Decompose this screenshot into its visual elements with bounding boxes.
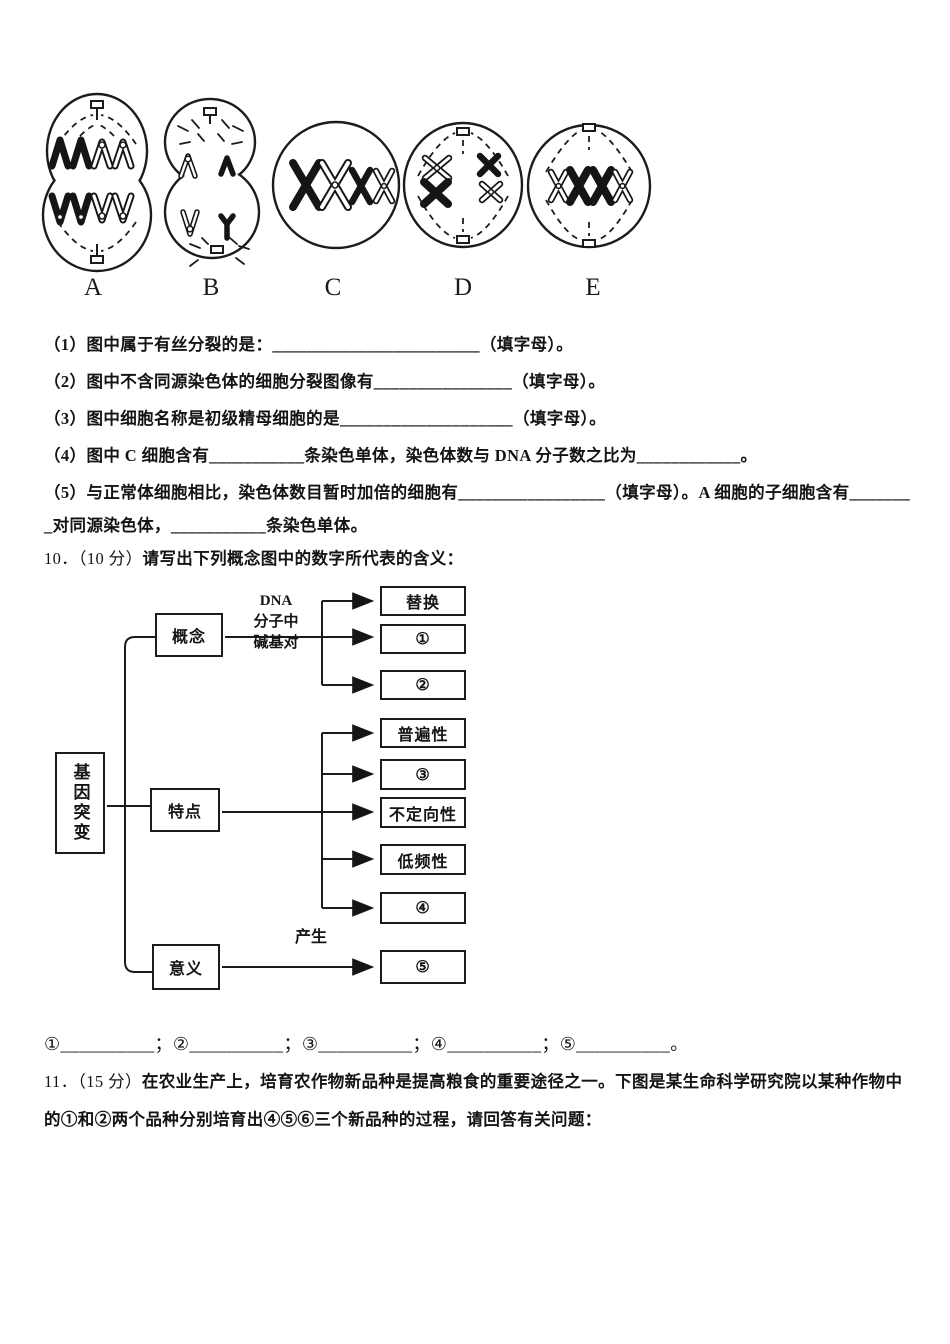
leaf-low-frequency-box: 低频性 [380,844,466,875]
branch-meaning-box: 意义 [152,944,220,990]
question-3: （3）图中细胞名称是初级精母细胞的是____________________（填… [44,409,607,428]
cell-d-drawing [402,121,524,249]
leaf-2-box: ② [380,670,466,700]
leaf-5-box: ⑤ [380,950,466,984]
concept-root-box: 基因突变 [55,752,105,854]
question-11-text: 在农业生产上，培育农作物新品种是提高粮食的重要途径之一。下图是某生命科学研究院以… [141,1072,903,1091]
question-5-continued: _对同源染色体，___________条染色单体。 [44,516,368,535]
concept-map-connectors [107,592,375,976]
edge-label-dna-base-pair: DNA 分子中 碱基对 [237,591,315,654]
edge-label-dna-line2: 分子中 [253,614,299,630]
question-4: （4）图中 C 细胞含有___________条染色单体，染色体数与 DNA 分… [44,446,758,465]
question-11-number: 11．（15 分） [44,1072,142,1091]
leaf-nondirectional-box: 不定向性 [380,797,466,828]
cell-division-diagram [41,92,652,273]
cell-b-drawing [163,97,261,267]
question-1: （1）图中属于有丝分裂的是：________________________（填… [44,335,574,354]
leaf-substitution-box: 替换 [380,586,466,616]
question-10-number: 10．（10 分） [44,549,143,568]
edge-label-dna-line1: DNA [259,593,293,609]
question-5: （5）与正常体细胞相比，染色体数目暂时加倍的细胞有_______________… [44,483,911,502]
branch-concept-box: 概念 [155,613,223,657]
leaf-1-box: ① [380,624,466,654]
edge-label-produce: 产生 [294,929,327,946]
cell-e-drawing [526,123,652,249]
leaf-4-box: ④ [380,892,466,924]
concept-map: 基因突变 概念 特点 意义 DNA 分子中 碱基对 产生 替换 ① ② 普遍性 … [40,575,490,1015]
question-10-text: 请写出下列概念图中的数字所代表的含义： [142,549,464,568]
question-10-heading: 10．（10 分）请写出下列概念图中的数字所代表的含义： [44,545,916,569]
answer-blanks-line: ①__________；②__________；③__________；④___… [44,1034,689,1054]
leaf-3-box: ③ [380,759,466,790]
cell-c-drawing [271,120,401,250]
leaf-universality-box: 普遍性 [380,718,466,748]
branch-feature-box: 特点 [150,788,220,832]
cell-a-drawing [41,92,153,273]
cell-label-e: E [585,274,601,301]
cell-label-b: B [202,274,220,301]
question-11-line1: 11．（15 分）在农业生产上，培育农作物新品种是提高粮食的重要途径之一。下图是… [44,1068,916,1092]
cell-label-c: C [324,274,342,301]
question-11-line2: 的①和②两个品种分别培育出④⑤⑥三个新品种的过程，请回答有关问题： [44,1110,602,1129]
edge-label-dna-line3: 碱基对 [253,635,299,651]
cell-label-a: A [83,274,103,301]
cell-label-d: D [453,274,473,301]
question-2: （2）图中不含同源染色体的细胞分裂图像有________________（填字母… [44,372,606,391]
